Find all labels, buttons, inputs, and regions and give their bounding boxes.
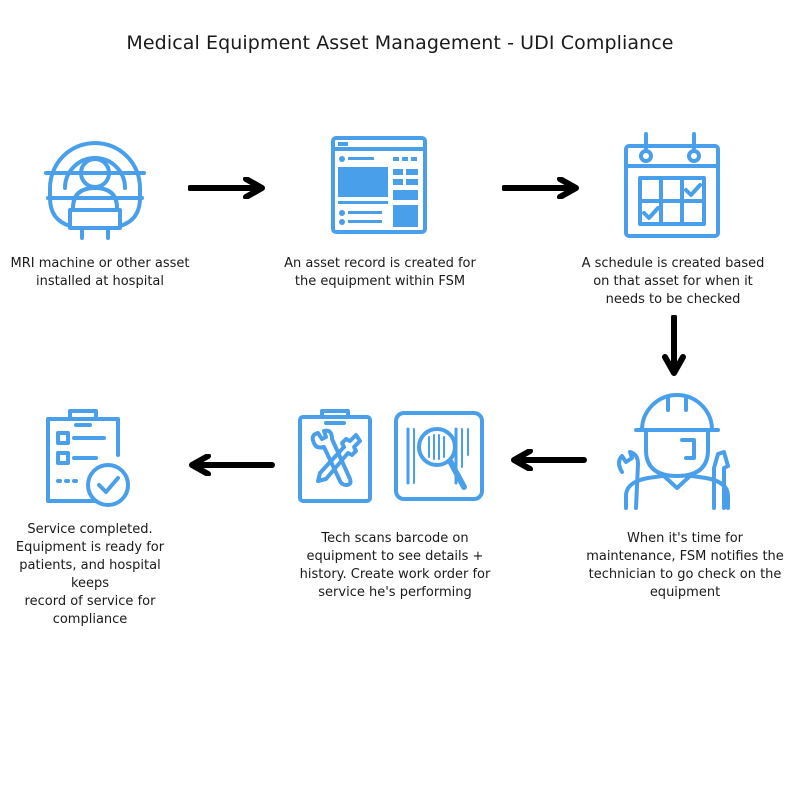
clipboard-tools-barcode-icon — [296, 405, 486, 505]
step-1-caption: MRI machine or other asset installed at … — [10, 256, 190, 289]
step-4-caption: When it's time for maintenance, FSM noti… — [586, 531, 784, 600]
flow-arrow-down — [662, 315, 686, 377]
step-5-caption: Tech scans barcode on equipment to see d… — [299, 531, 491, 600]
flow-arrow-right-1 — [188, 177, 268, 199]
calendar-schedule-icon — [622, 130, 722, 240]
step-2-caption: An asset record is created for the equip… — [284, 256, 476, 289]
technician-icon — [612, 388, 742, 513]
diagram-title: Medical Equipment Asset Management - UDI… — [126, 32, 674, 54]
step-3-caption: A schedule is created based on that asse… — [581, 256, 765, 307]
checklist-complete-icon — [44, 405, 134, 510]
flow-arrow-left-2 — [186, 454, 276, 476]
mri-machine-icon — [40, 128, 150, 243]
asset-record-icon — [330, 135, 430, 235]
flow-arrow-right-2 — [502, 177, 582, 199]
flow-arrow-left-1 — [508, 449, 588, 471]
step-6-caption: Service completed. Equipment is ready fo… — [15, 522, 165, 627]
